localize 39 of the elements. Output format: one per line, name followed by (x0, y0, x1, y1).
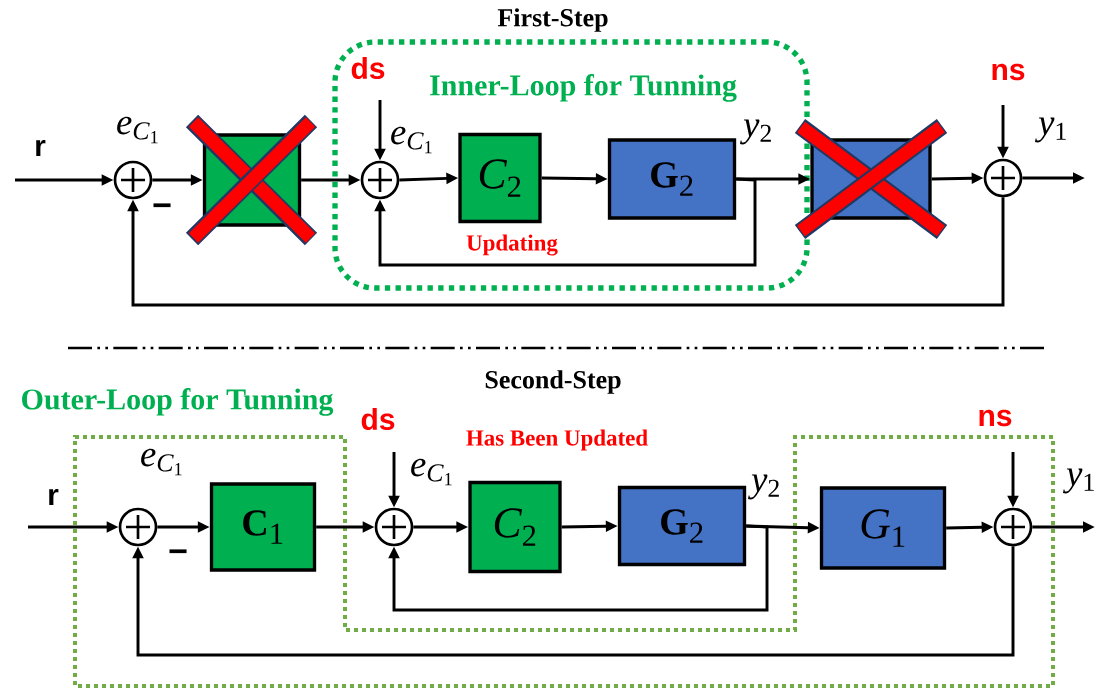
disturbance-label: ns (992, 63, 1025, 81)
crossed-out-block (794, 119, 948, 239)
signal-label: $y_1$ (1035, 117, 1066, 143)
transfer-block: $C_2$ (458, 132, 542, 224)
signal-label: $y_2$ (740, 119, 771, 145)
status-note: Updating (466, 234, 558, 256)
summing-junction (118, 507, 158, 547)
arrow (388, 524, 769, 612)
arrow (374, 177, 757, 267)
summing-junction (983, 158, 1023, 198)
signal-label: $y_1$ (1063, 468, 1094, 494)
summing-junction (113, 160, 153, 200)
minus-sign: − (169, 549, 187, 554)
status-note: Has Been Updated (466, 429, 648, 451)
signal-label: $e_{C_1}$ (117, 116, 158, 144)
minus-sign: − (153, 203, 171, 208)
signal-label: r (36, 139, 46, 157)
signal-label: $e_{C_1}$ (391, 126, 432, 154)
disturbance-label: ds (361, 407, 395, 430)
summing-junction (993, 507, 1033, 547)
signal-label: $e_{C_1}$ (141, 448, 182, 476)
summing-junction (374, 507, 414, 547)
disturbance-label: ds (351, 56, 385, 79)
panel-title: First-Step (497, 8, 608, 32)
transfer-block: $\mathrm{G}_2$ (607, 138, 737, 220)
transfer-block: $G_1$ (819, 486, 947, 570)
node-label: Outer-Loop for Tunning (22, 388, 334, 416)
signal-label: $y_2$ (748, 474, 779, 500)
panel-title: Second-Step (485, 370, 621, 394)
crossed-out-block (185, 114, 318, 246)
summing-junction (360, 160, 400, 200)
transfer-block: $\mathrm{G}_2$ (617, 485, 747, 567)
transfer-block: $\mathrm{C}_1$ (209, 482, 317, 572)
arrow (127, 197, 1005, 307)
signal-label: r (49, 488, 59, 506)
disturbance-label: ns (979, 409, 1012, 427)
signal-label: $e_{C_1}$ (411, 458, 452, 486)
transfer-block: $C_2$ (468, 480, 562, 574)
arrow (132, 546, 1015, 657)
